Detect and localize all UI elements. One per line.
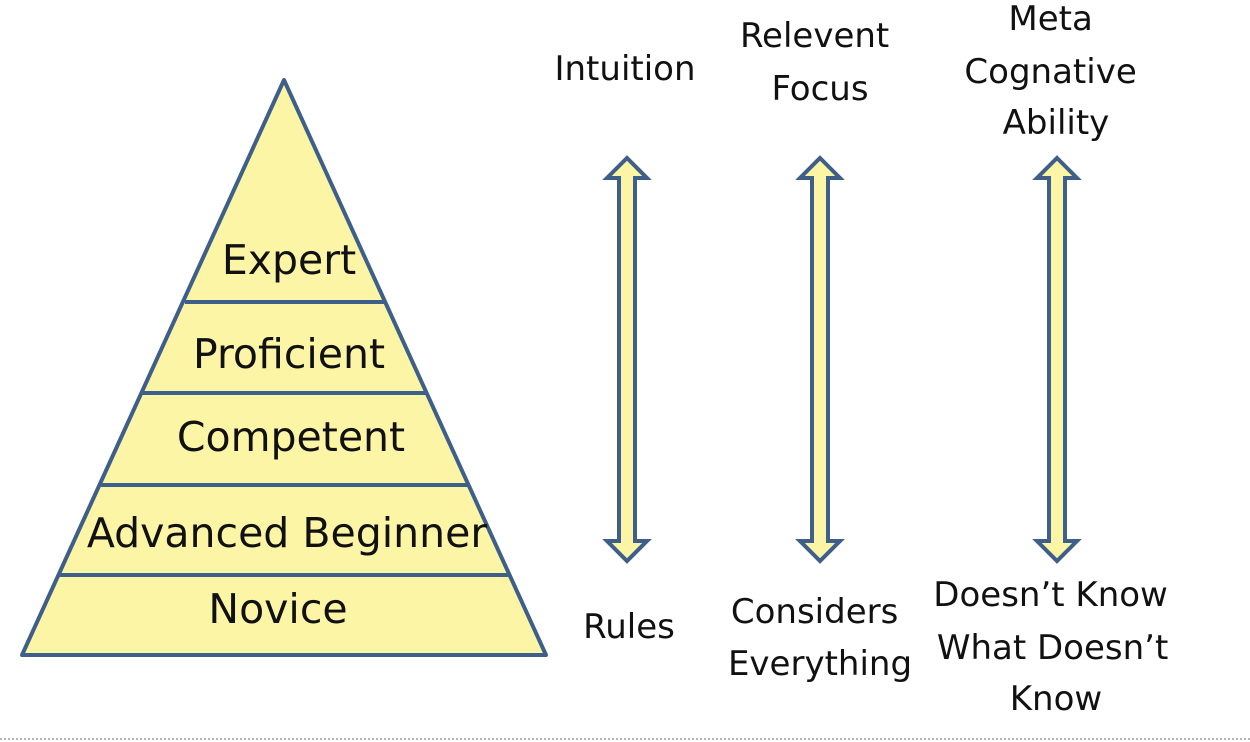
scale-bottom-label: Considers Everything — [728, 592, 912, 684]
pyramid-shape — [20, 78, 548, 657]
scale-bottom-line: Doesn’t Know — [933, 575, 1168, 615]
level-expert: Expert — [222, 236, 356, 284]
scale-top-label: Relevent Focus — [740, 16, 900, 109]
level-advanced-beginner: Advanced Beginner — [87, 509, 488, 557]
scale-bottom-line: Considers — [731, 592, 898, 632]
scale-metacognition: Meta Cognative Ability Doesn’t Know What… — [933, 0, 1179, 719]
scale-top-line: Cognative — [964, 52, 1136, 92]
scale-top-label: Intuition — [554, 49, 695, 89]
level-proficient: Proficient — [193, 330, 385, 378]
scale-bottom-label: Doesn’t Know What Doesn’t Know — [933, 575, 1179, 719]
skill-pyramid: Expert Proficient Competent Advanced Beg… — [20, 78, 548, 657]
scale-top-line: Focus — [771, 69, 868, 109]
scale-bottom-line: Everything — [728, 644, 912, 684]
scale-top-line: Meta — [1008, 0, 1092, 39]
level-novice: Novice — [208, 585, 347, 633]
scale-top-line: Intuition — [554, 49, 695, 89]
scale-focus-everything: Relevent Focus Considers Everything — [728, 16, 912, 684]
double-arrow-icon — [1032, 155, 1082, 564]
double-arrow-icon — [795, 155, 845, 564]
scale-intuition-rules: Intuition Rules — [554, 49, 695, 647]
scale-bottom-line: Know — [1010, 679, 1102, 719]
scale-bottom-label: Rules — [583, 607, 675, 647]
scale-top-label: Meta Cognative Ability — [964, 0, 1147, 143]
scale-bottom-line: Rules — [583, 607, 675, 647]
level-competent: Competent — [177, 413, 405, 461]
scale-top-line: Ability — [1003, 103, 1110, 143]
bottom-divider — [0, 738, 1250, 740]
scale-top-line: Relevent — [740, 16, 889, 56]
scale-bottom-line: What Doesn’t — [937, 628, 1168, 668]
double-arrow-icon — [602, 155, 652, 564]
